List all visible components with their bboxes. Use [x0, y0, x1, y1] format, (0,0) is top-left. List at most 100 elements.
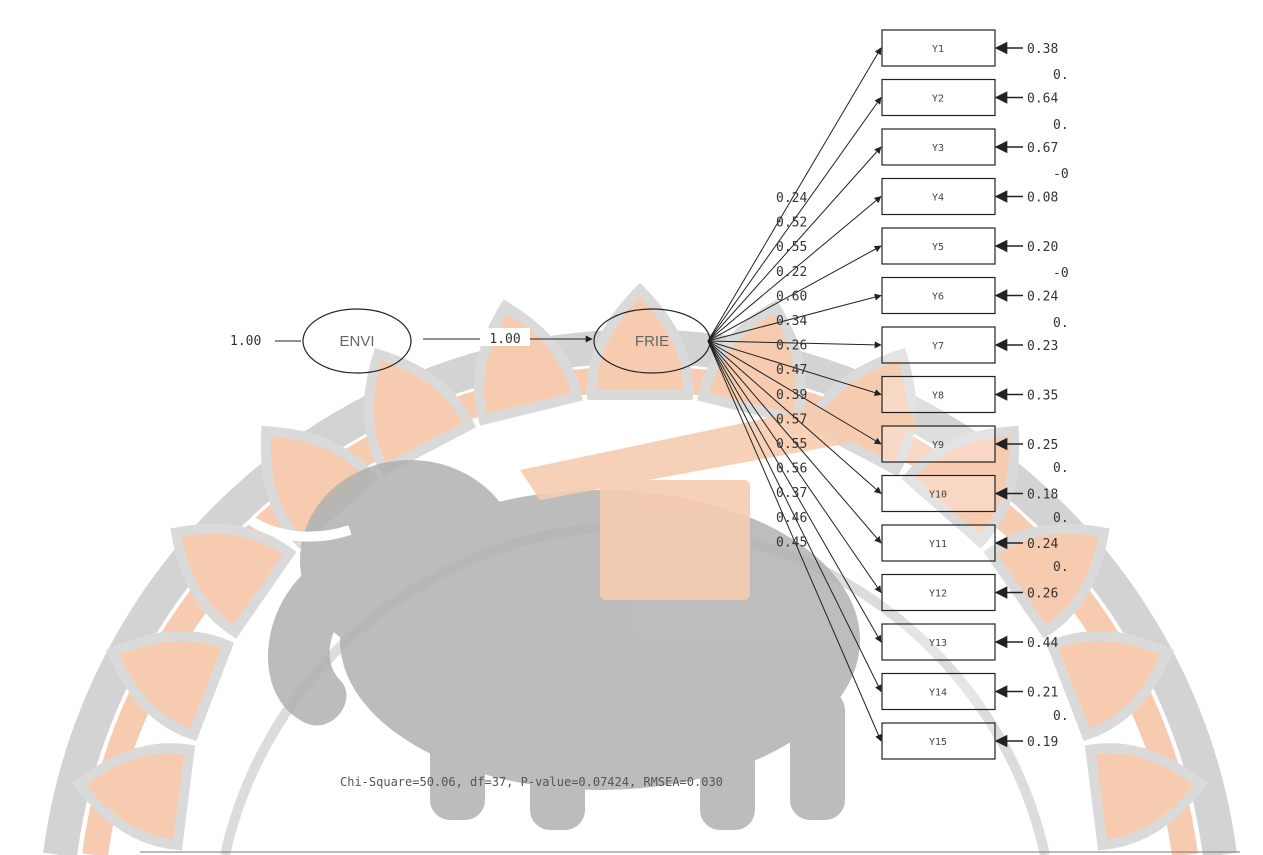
error-variance-label: 0.18 — [1027, 488, 1058, 503]
error-variance-label: 0.19 — [1027, 735, 1058, 750]
loading-label: 0.46 — [776, 511, 807, 526]
error-covariance-label: 0. — [1053, 316, 1069, 331]
lotus-petal — [1084, 743, 1208, 851]
elephant-saddle-watermark — [520, 390, 920, 600]
loading-label: 0.26 — [776, 339, 807, 354]
indicator-box — [881, 128, 996, 166]
elephant-tusk-watermark — [247, 515, 352, 542]
loading-label: 0.57 — [776, 412, 807, 427]
error-covariance-label: -0 — [1053, 167, 1069, 182]
loading-label: 0.60 — [776, 289, 807, 304]
lotus-petal — [697, 299, 806, 426]
lotus-petal — [105, 630, 235, 742]
loading-arrow — [707, 340, 882, 742]
lotus-petal — [586, 282, 694, 400]
indicator-label: Y13 — [929, 638, 947, 649]
error-variance-label: 0.64 — [1027, 92, 1058, 107]
loading-label: 0.52 — [776, 216, 807, 231]
loading-label: 0.47 — [776, 363, 807, 378]
loading-label: 0.45 — [776, 535, 807, 550]
indicator-label: Y1 — [932, 44, 944, 55]
lotus-petal — [983, 523, 1110, 639]
indicator-box — [881, 573, 996, 612]
loading-arrow — [707, 340, 882, 544]
envi-node — [302, 308, 412, 374]
error-covariance-label: 0. — [1053, 709, 1069, 724]
error-variance-label: 0.24 — [1027, 290, 1058, 305]
loading-arrow — [707, 245, 882, 342]
envi-variance-label: 1.00 — [230, 334, 261, 349]
lotus-petal — [1045, 630, 1175, 742]
structural-path-label-bg — [480, 328, 530, 346]
indicator-box — [881, 326, 996, 364]
indicator-box — [881, 276, 996, 315]
error-covariance-label: -0 — [1053, 266, 1069, 281]
loading-arrow — [707, 340, 882, 396]
indicator-label: Y15 — [929, 737, 947, 748]
indicator-label: Y6 — [932, 292, 944, 303]
loading-label: 0.55 — [776, 437, 807, 452]
lotus-petal — [363, 348, 477, 477]
error-covariance-label: 0. — [1053, 560, 1069, 575]
error-variance-label: 0.38 — [1027, 42, 1058, 57]
indicator-box — [881, 177, 996, 216]
indicator-label: Y7 — [932, 341, 944, 352]
loading-arrow — [707, 340, 882, 594]
indicator-box — [881, 722, 996, 760]
indicator-label: Y4 — [932, 193, 944, 204]
error-variance-label: 0.26 — [1027, 587, 1058, 602]
indicator-label: Y10 — [929, 490, 947, 501]
loading-label: 0.22 — [776, 265, 807, 280]
structural-path-label: 1.00 — [489, 332, 520, 347]
error-variance-label: 0.20 — [1027, 240, 1058, 255]
frie-node-label: FRIE — [635, 333, 669, 350]
loading-label: 0.34 — [776, 314, 807, 329]
indicator-label: Y11 — [929, 539, 947, 550]
loading-arrow — [707, 96, 882, 342]
loading-arrow — [707, 340, 882, 693]
error-covariance-label: 0. — [1053, 511, 1069, 526]
fit-statistics: Chi-Square=50.06, df=37, P-value=0.07424… — [340, 775, 723, 789]
indicator-label: Y2 — [932, 94, 944, 105]
elephant-watermark — [267, 460, 860, 830]
lotus-petal — [260, 425, 379, 549]
indicator-box — [881, 78, 996, 117]
loading-arrow — [707, 293, 882, 342]
error-covariance-label: 0. — [1053, 118, 1069, 133]
loading-arrow — [707, 146, 882, 342]
error-variance-label: 0.23 — [1027, 339, 1058, 354]
loading-arrow — [707, 196, 882, 342]
envi-node-label: ENVI — [339, 333, 374, 350]
error-covariance-label: 0. — [1053, 68, 1069, 83]
university-seal-watermark — [43, 282, 1237, 855]
indicator-label: Y8 — [932, 391, 944, 402]
lotus-petal — [72, 743, 196, 851]
indicator-box — [881, 474, 996, 513]
error-variance-label: 0.08 — [1027, 191, 1058, 206]
error-variance-label: 0.44 — [1027, 636, 1058, 651]
loading-label: 0.55 — [776, 240, 807, 255]
loading-arrow — [707, 340, 882, 445]
lotus-petal — [170, 523, 297, 639]
indicator-label: Y5 — [932, 242, 944, 253]
error-variance-label: 0.25 — [1027, 438, 1058, 453]
indicator-box — [881, 672, 996, 711]
loading-label: 0.56 — [776, 462, 807, 477]
lotus-petal — [901, 425, 1020, 549]
error-covariance-label: 0. — [1053, 461, 1069, 476]
loading-label: 0.39 — [776, 388, 807, 403]
loading-arrow — [707, 340, 882, 494]
loading-arrow — [707, 340, 882, 349]
indicator-label: Y9 — [932, 440, 944, 451]
indicator-label: Y3 — [932, 143, 944, 154]
indicator-box — [881, 29, 996, 67]
indicator-box — [881, 227, 996, 265]
loading-label: 0.24 — [776, 191, 807, 206]
indicator-box — [881, 425, 996, 463]
error-variance-label: 0.35 — [1027, 389, 1058, 404]
indicator-label: Y12 — [929, 589, 947, 600]
error-variance-label: 0.67 — [1027, 141, 1058, 156]
indicator-label: Y14 — [929, 688, 947, 699]
